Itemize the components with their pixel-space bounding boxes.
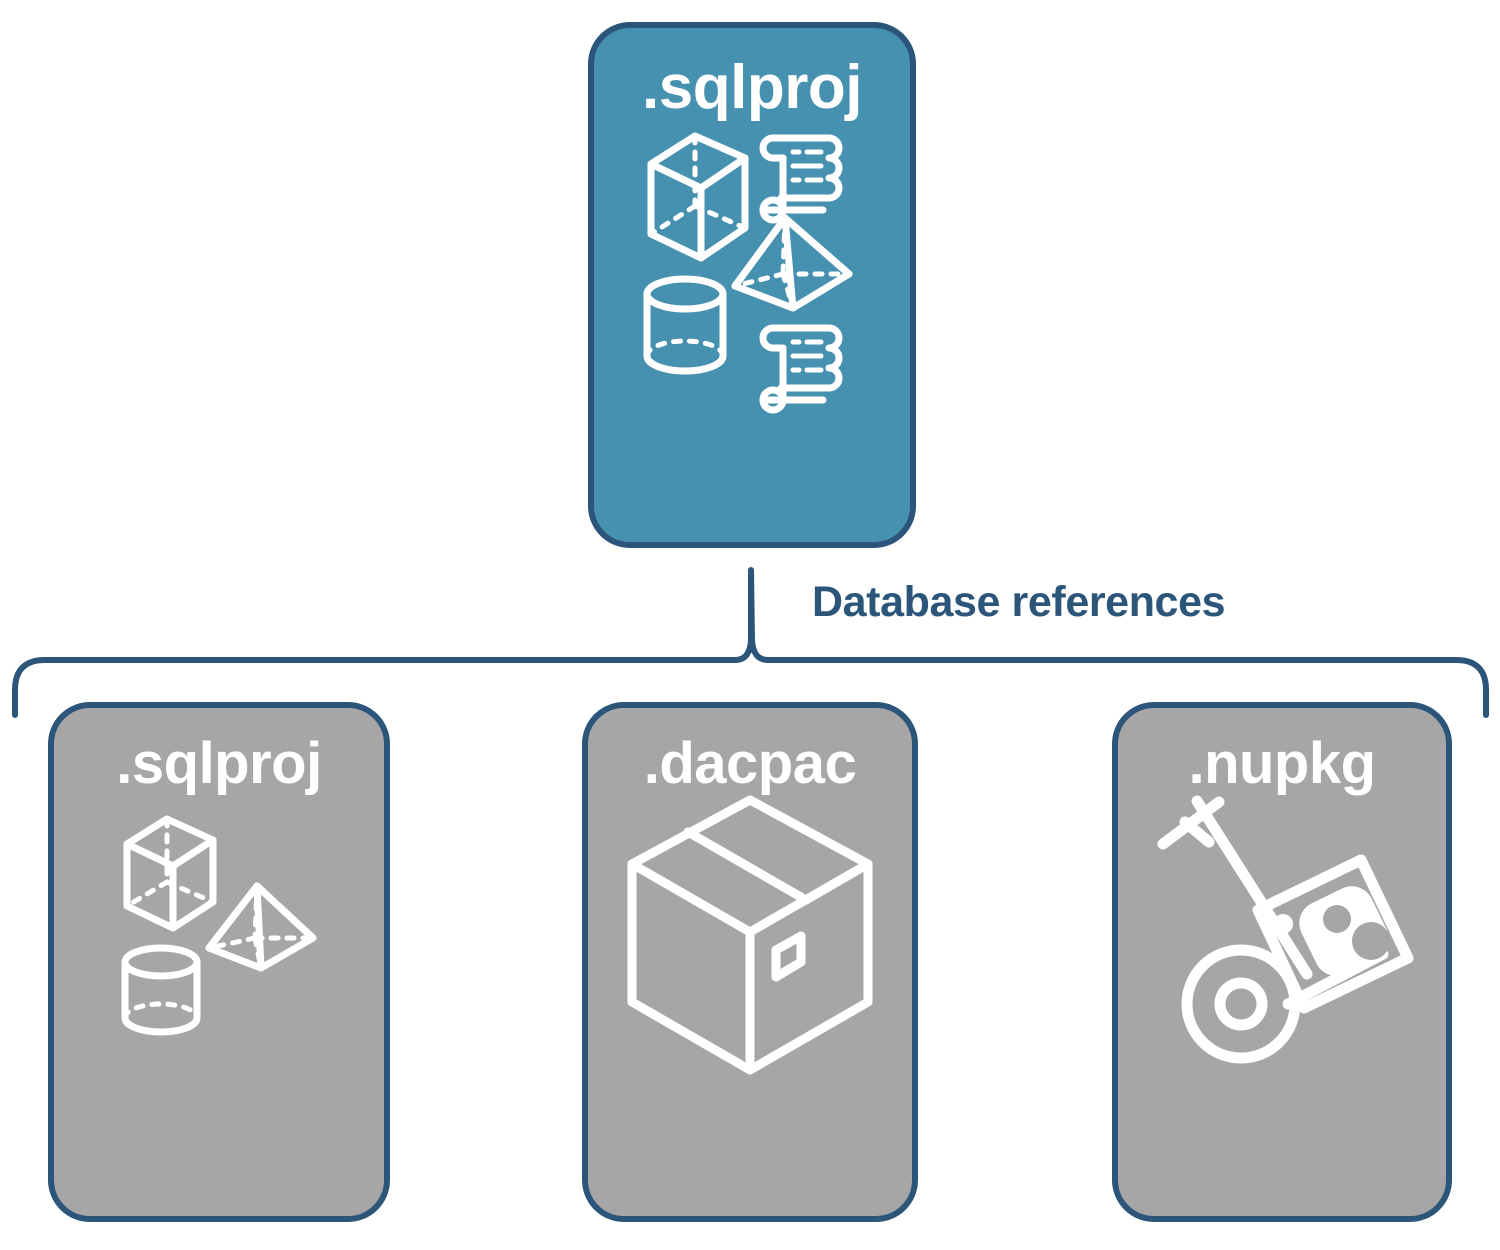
node-card-root-sqlproj[interactable]: .sqlproj <box>588 22 916 548</box>
node-title: .sqlproj <box>642 53 862 122</box>
shipping-box-icon <box>627 795 873 1075</box>
scroll-document-icon <box>759 324 843 414</box>
wireframe-cube-icon <box>647 132 749 262</box>
wireframe-pyramid-icon <box>731 214 853 312</box>
node-title: .nupkg <box>1188 731 1376 796</box>
node-icon-group <box>588 795 912 1216</box>
wireframe-cube-icon <box>123 815 217 932</box>
package-corner-dot-icon <box>1273 913 1293 934</box>
node-title: .dacpac <box>643 731 857 796</box>
node-card-child-dacpac[interactable]: .dacpac <box>582 702 918 1222</box>
node-card-child-sqlproj[interactable]: .sqlproj <box>48 702 390 1222</box>
wireframe-cylinder-icon <box>121 944 201 1036</box>
node-icon-group <box>1118 795 1446 1216</box>
scroll-document-icon <box>759 134 843 224</box>
connector-label: Database references <box>812 578 1226 626</box>
node-icon-group <box>54 796 384 1216</box>
package-icon <box>1252 854 1414 1014</box>
wireframe-pyramid-icon <box>205 882 317 972</box>
node-title: .sqlproj <box>116 731 322 796</box>
node-card-child-nupkg[interactable]: .nupkg <box>1112 702 1452 1222</box>
package-dots-icon <box>1323 904 1390 960</box>
wireframe-cylinder-icon <box>643 275 727 375</box>
node-icon-group <box>594 122 910 542</box>
